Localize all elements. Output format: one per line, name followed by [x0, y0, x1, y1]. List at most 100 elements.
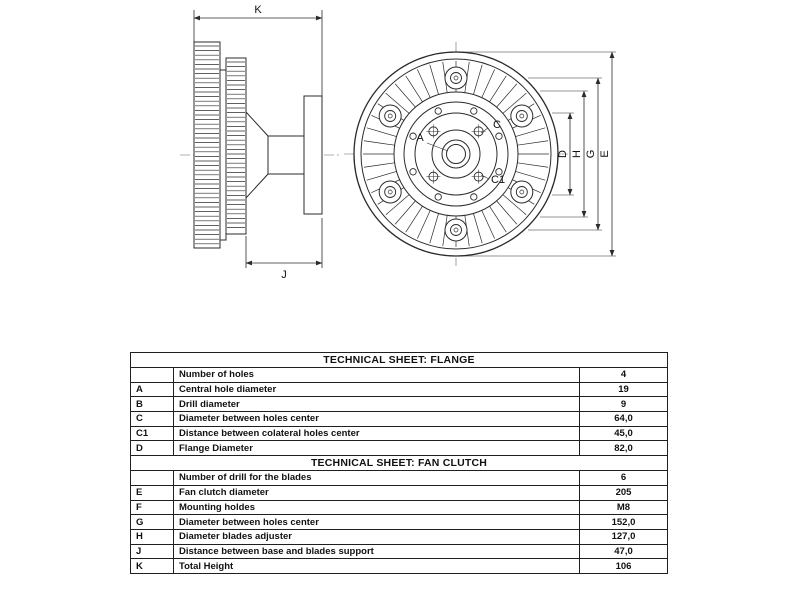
c1-leader-line: [480, 174, 490, 180]
row-code: J: [130, 543, 174, 560]
screw-head: [434, 193, 442, 201]
row-value: 82,0: [579, 440, 668, 457]
row-code: H: [130, 528, 174, 545]
blade-drill-center: [387, 113, 393, 119]
c-leader-line: [480, 127, 489, 134]
front-center-boss-circle: [441, 139, 471, 169]
front-view-fins: [363, 61, 549, 247]
row-description: Drill diameter: [173, 396, 580, 413]
drawing-line: [489, 75, 507, 103]
drawing-line: [385, 194, 410, 216]
row-value: 47,0: [579, 543, 668, 560]
row-code: D: [130, 440, 174, 457]
table-section-title: TECHNICAL SHEET: FLANGE: [130, 352, 668, 368]
a-leader-line: [426, 142, 449, 152]
side-flange: [303, 95, 323, 215]
screw-head: [495, 168, 503, 176]
drawing-line: [496, 83, 518, 108]
row-value: 127,0: [579, 528, 668, 545]
screw-head: [409, 168, 417, 176]
drawing-line: [417, 210, 431, 239]
drawing-line: [502, 92, 527, 114]
k-dim-label: K: [254, 4, 262, 16]
side-view-ribs: [195, 45, 245, 245]
screw-head: [470, 193, 478, 201]
blade-boss-circle: [378, 104, 402, 128]
front-view-bosses: [378, 66, 534, 242]
diameter-dimension-stack: D H G E: [462, 51, 616, 257]
screw-head: [495, 132, 503, 140]
c-callout-label: C: [493, 119, 501, 131]
front-flange-circle: [414, 112, 498, 196]
a-callout-label: A: [416, 132, 424, 144]
screw-head: [470, 107, 478, 115]
drawing-line: [489, 205, 507, 233]
blade-drill-hole: [384, 110, 397, 122]
drawing-line: [481, 210, 495, 239]
table-section-header-row: TECHNICAL SHEET: FLANGE: [130, 352, 668, 368]
row-value: 152,0: [579, 514, 668, 530]
blade-boss-circle: [510, 180, 534, 204]
drawing-line: [517, 162, 549, 168]
row-value: 64,0: [579, 411, 668, 427]
row-description: Distance between colateral holes center: [173, 425, 580, 442]
j-dim-label: J: [281, 269, 287, 281]
blade-drill-hole: [515, 110, 528, 122]
side-clutch-connector: [219, 69, 227, 241]
dimension-k: K: [193, 4, 323, 96]
row-code: C1: [130, 425, 174, 442]
row-code: A: [130, 381, 174, 398]
row-code: F: [130, 499, 174, 516]
row-value: 205: [579, 484, 668, 501]
drawing-line: [363, 140, 395, 146]
row-value: 9: [579, 396, 668, 413]
row-code: B: [130, 396, 174, 413]
fan-clutch-technical-drawing: K J: [180, 4, 616, 281]
row-code: K: [130, 558, 174, 574]
drawing-line: [366, 127, 397, 137]
blade-drill-center: [453, 75, 459, 81]
row-description: Number of holes: [173, 367, 580, 383]
drawing-line: [385, 92, 410, 114]
side-blades-support: [225, 57, 247, 235]
blade-boss-circle: [444, 218, 468, 242]
blade-boss-circle: [510, 104, 534, 128]
front-fin-inner-circle: [393, 91, 519, 217]
row-code: G: [130, 514, 174, 530]
row-value: M8: [579, 499, 668, 516]
e-dim-label: E: [599, 150, 611, 157]
blade-drill-center: [519, 189, 525, 195]
row-description: Flange Diameter: [173, 440, 580, 457]
drawing-line: [517, 140, 549, 146]
screw-head: [434, 107, 442, 115]
side-view: [180, 41, 340, 249]
drawing-line: [515, 171, 546, 181]
front-view-flange-holes: [426, 124, 486, 184]
drawing-line: [473, 64, 483, 95]
row-code: C: [130, 411, 174, 427]
screw-head: [409, 132, 417, 140]
row-value: 106: [579, 558, 668, 574]
c1-callout-label: C1: [491, 174, 505, 186]
drawing-line: [417, 69, 431, 98]
row-value: 45,0: [579, 425, 668, 442]
row-code: [130, 470, 174, 486]
row-value: 19: [579, 381, 668, 398]
row-description: Fan clutch diameter: [173, 484, 580, 501]
front-rim-circle: [360, 58, 552, 250]
row-value: 6: [579, 470, 668, 486]
blade-drill-hole: [450, 224, 462, 236]
side-clutch-body: [193, 41, 221, 249]
row-code: E: [130, 484, 174, 501]
